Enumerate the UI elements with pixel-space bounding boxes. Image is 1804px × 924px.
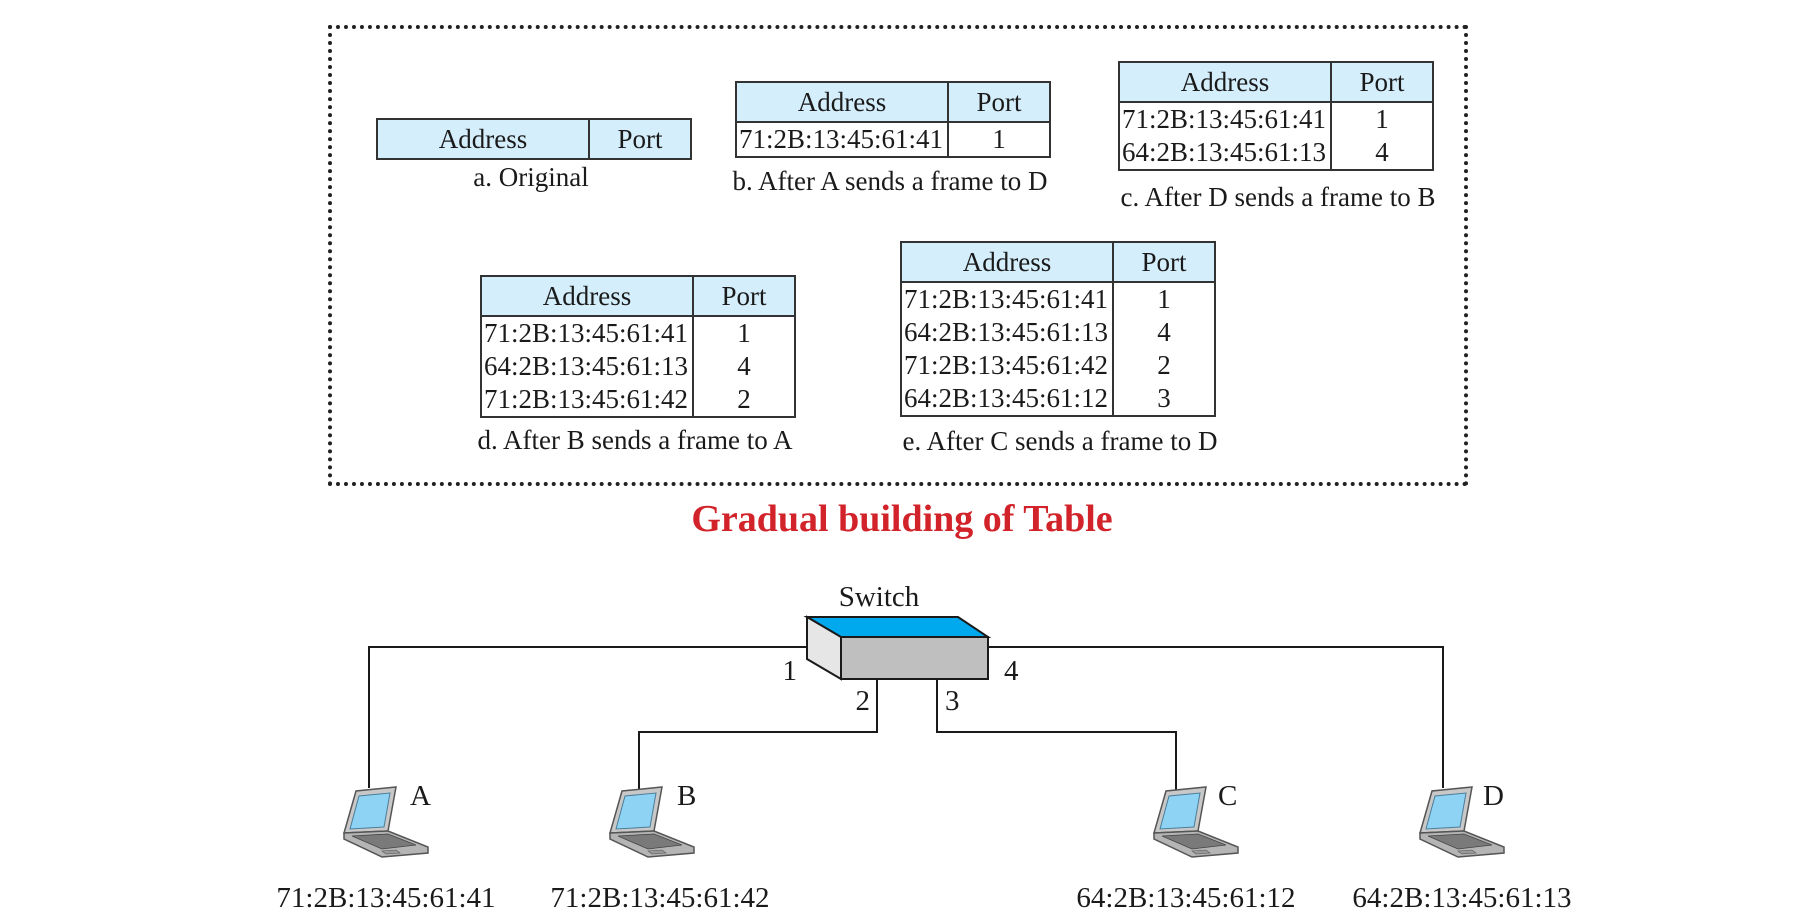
port-cell: 1 [992,124,1006,154]
port-cell: 4 [737,351,751,381]
table-row: 64:2B:13:45:61:13 4 [901,316,1215,349]
host-mac: 71:2B:13:45:61:41 [276,882,495,914]
host-d: D 64:2B:13:45:61:13 [1352,780,1571,914]
address-cell: 64:2B:13:45:61:13 [1119,136,1332,170]
table-row: 64:2B:13:45:61:13 4 [1119,136,1433,170]
port-label-2: 2 [856,685,871,717]
port-header: Port [1330,61,1434,103]
table-caption-b: b. After A sends a frame to D [732,166,1048,196]
mac-table-after-c: Address Port 71:2B:13:45:61:41 1 64:2B:1… [900,241,1216,417]
address-cell: 64:2B:13:45:61:13 [901,316,1114,349]
diagram-title: Gradual building of Table [691,498,1113,540]
host-name: A [410,780,431,812]
mac-table-original: Address Port [376,118,692,160]
host-name: D [1483,780,1504,812]
table-caption-d: d. After B sends a frame to A [477,425,793,455]
address-header: Address [480,275,694,317]
port-label-1: 1 [783,655,798,687]
table-row: 71:2B:13:45:61:41 1 [481,316,795,350]
port-header: Port [1112,241,1216,283]
mac-table-after-d: Address Port 71:2B:13:45:61:41 1 64:2B:1… [1118,61,1434,171]
port-cell: 4 [1375,137,1389,167]
table-row: 71:2B:13:45:61:41 1 [1119,102,1433,136]
host-b: B 71:2B:13:45:61:42 [550,780,769,914]
port-header: Port [588,118,692,160]
address-header: Address [1118,61,1332,103]
address-header: Address [376,118,590,160]
table-evolution-frame [328,25,1468,486]
host-name: B [677,780,696,812]
address-cell: 64:2B:13:45:61:13 [481,350,694,383]
table-row: 71:2B:13:45:61:41 1 [901,282,1215,316]
table-row: 71:2B:13:45:61:42 2 [481,383,795,417]
table-row: 71:2B:13:45:61:41 1 [736,122,1050,157]
table-row: 64:2B:13:45:61:13 4 [481,350,795,383]
link-port-4 [985,646,1444,788]
switch-icon [803,615,992,681]
port-cell: 2 [1157,350,1171,380]
port-cell: 3 [1157,383,1171,413]
link-port-1 [368,646,807,788]
host-mac: 64:2B:13:45:61:13 [1352,882,1571,914]
host-c: C 64:2B:13:45:61:12 [1076,780,1295,914]
table-row: 71:2B:13:45:61:42 2 [901,349,1215,382]
address-cell: 71:2B:13:45:61:42 [481,383,694,417]
port-cell: 1 [1375,104,1389,134]
network-links [368,646,1444,792]
address-header: Address [900,241,1114,283]
link-port-2 [638,677,878,792]
table-caption-e: e. After C sends a frame to D [902,426,1218,456]
address-cell: 71:2B:13:45:61:41 [1119,102,1332,136]
switch-label: Switch [839,581,920,613]
address-cell: 71:2B:13:45:61:42 [901,349,1114,382]
port-label-4: 4 [1004,655,1019,687]
address-cell: 71:2B:13:45:61:41 [736,122,949,157]
host-mac: 64:2B:13:45:61:12 [1076,882,1295,914]
address-header: Address [735,81,949,123]
table-caption-a: a. Original [473,162,589,192]
port-cell: 2 [737,384,751,414]
port-cell: 4 [1157,317,1171,347]
mac-table-after-b: Address Port 71:2B:13:45:61:41 1 64:2B:1… [480,275,796,418]
table-row: 64:2B:13:45:61:12 3 [901,382,1215,416]
address-cell: 64:2B:13:45:61:12 [901,382,1114,416]
host-name: C [1218,780,1237,812]
address-cell: 71:2B:13:45:61:41 [901,282,1114,316]
port-label-3: 3 [945,685,960,717]
port-header: Port [947,81,1051,123]
host-a: A 71:2B:13:45:61:41 [276,780,495,914]
port-cell: 1 [1157,284,1171,314]
mac-table-after-a: Address Port 71:2B:13:45:61:41 1 [735,81,1051,158]
port-header: Port [692,275,796,317]
port-cell: 1 [737,318,751,348]
link-port-3 [936,677,1177,792]
host-mac: 71:2B:13:45:61:42 [550,882,769,914]
table-caption-c: c. After D sends a frame to B [1120,182,1436,212]
address-cell: 71:2B:13:45:61:41 [481,316,694,350]
